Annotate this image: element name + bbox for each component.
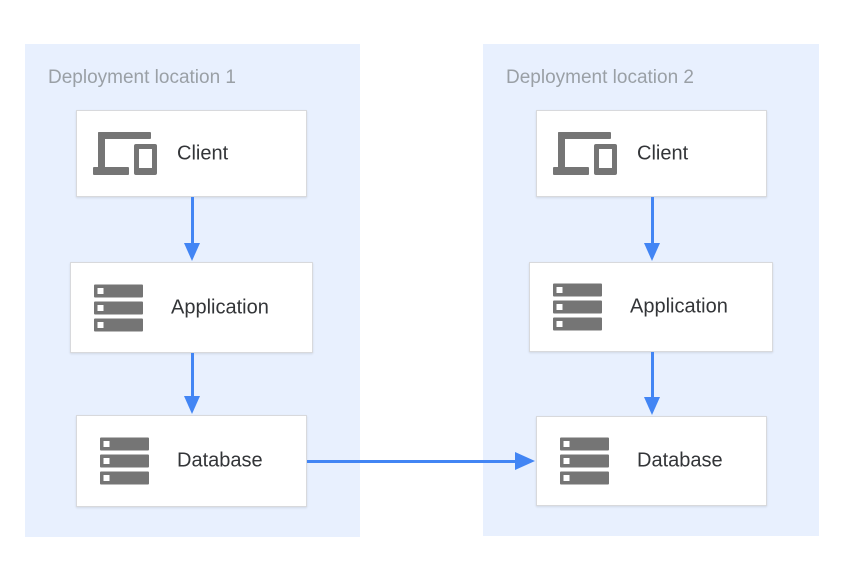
arrow-client2-to-application2	[644, 197, 660, 261]
deployment-location-1-title: Deployment location 1	[48, 67, 236, 88]
node-application-1-label: Application	[171, 296, 269, 318]
server-stack-icon	[553, 283, 602, 331]
arrow-application2-to-database2	[644, 352, 660, 415]
arrow-down-head	[644, 243, 660, 261]
server-stack-icon	[94, 284, 143, 331]
node-database-1-label: Database	[177, 449, 263, 472]
arrow-database1-to-database2	[307, 452, 535, 470]
node-database-2-label: Database	[637, 449, 723, 472]
arrow-shaft	[307, 459, 519, 463]
node-application-1: Application	[70, 262, 313, 353]
devices-icon	[553, 131, 617, 176]
arrow-right-head	[515, 452, 535, 470]
node-client-1-label: Client	[177, 142, 229, 164]
arrow-shaft	[650, 197, 654, 247]
arrow-shaft	[650, 352, 654, 401]
node-application-2: Application	[529, 262, 773, 352]
arrow-client1-to-application1	[184, 197, 200, 261]
node-database-1: Database	[76, 415, 307, 507]
node-application-2-label: Application	[630, 295, 728, 318]
arrow-shaft	[190, 353, 194, 400]
arrow-down-head	[184, 243, 200, 261]
node-client-1: Client	[76, 110, 307, 197]
server-stack-icon	[560, 437, 609, 485]
arrow-down-head	[184, 396, 200, 414]
arrow-shaft	[190, 197, 194, 247]
node-client-2: Client	[536, 110, 767, 197]
devices-icon	[93, 131, 157, 176]
arrow-application1-to-database1	[184, 353, 200, 414]
deployment-location-2-title: Deployment location 2	[506, 67, 694, 88]
node-client-2-label: Client	[637, 142, 689, 164]
server-stack-icon	[100, 437, 149, 485]
arrow-down-head	[644, 397, 660, 415]
node-database-2: Database	[536, 416, 767, 506]
